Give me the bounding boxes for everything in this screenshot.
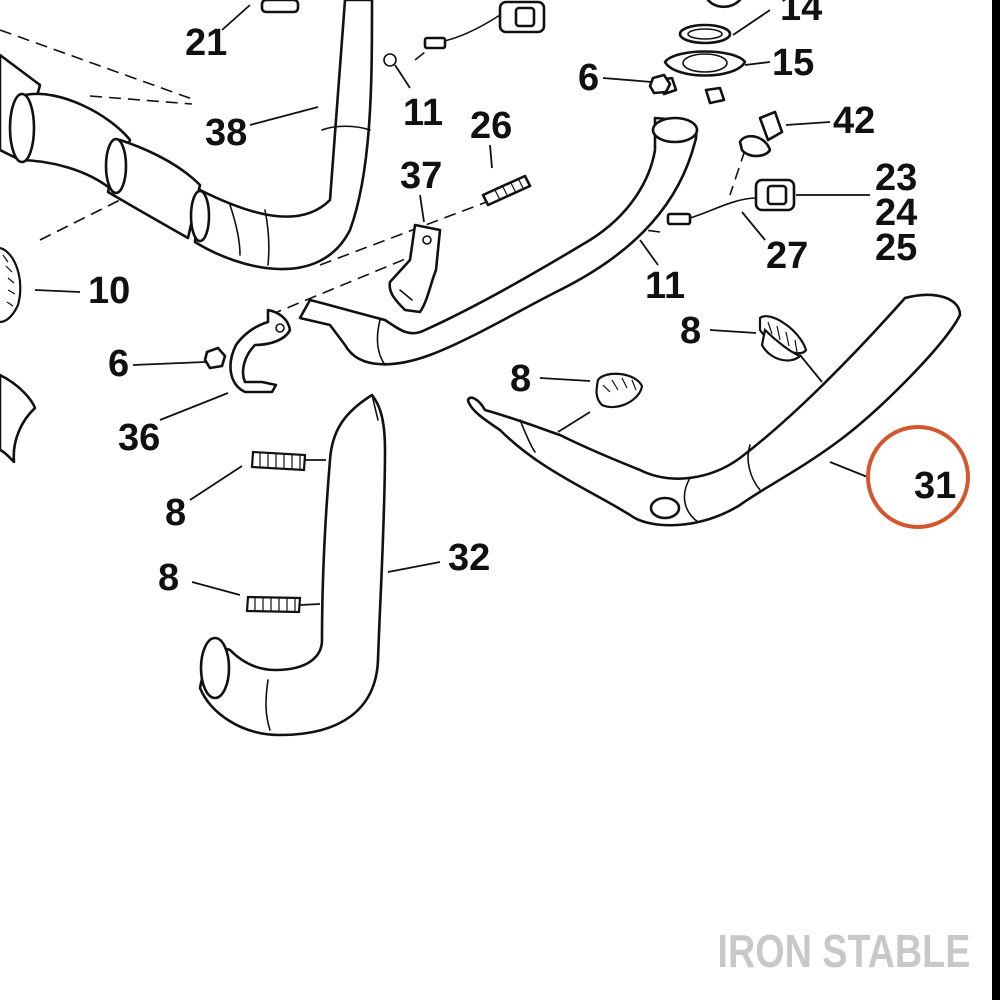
part-32-rear-pipe (198, 393, 387, 737)
part-14-gasket (678, 23, 732, 45)
part-8-clamp-left-lower (245, 595, 302, 614)
callout-42: 42 (833, 100, 875, 142)
callout-11-lower: 11 (645, 265, 685, 307)
part-8-clamp-left-upper (250, 450, 307, 472)
part-21-fragment (260, 0, 300, 14)
callout-24: 24 (875, 192, 917, 234)
callout-8-b: 8 (158, 557, 179, 599)
callout-27: 27 (766, 235, 808, 277)
part-36-bracket (229, 308, 292, 394)
watermark-text: IRON STABLE (717, 925, 970, 977)
part-37-bracket (388, 223, 442, 314)
callout-6-lower: 6 (108, 343, 129, 385)
right-edge-bar (992, 0, 1000, 1000)
callout-10: 10 (88, 270, 130, 312)
callout-38: 38 (205, 112, 247, 154)
callout-8-d: 8 (510, 358, 531, 400)
callout-36: 36 (118, 417, 160, 459)
callout-6-upper: 6 (578, 57, 599, 99)
middle-header-pipe (298, 116, 699, 366)
leader-lines (34, 4, 871, 606)
callout-21: 21 (185, 22, 227, 64)
highlight-ring-31 (866, 425, 970, 529)
part-8-clamp-upper-right (758, 315, 808, 362)
callout-labels: 21 38 11 26 37 14 15 6 42 23 24 25 27 11… (88, 0, 956, 599)
part-6-nut-lower (203, 346, 227, 370)
part-15-flange (658, 0, 747, 105)
callout-31: 31 (914, 465, 956, 507)
upper-o2-sensor (383, 0, 546, 67)
callout-8-c: 8 (680, 310, 701, 352)
part-8-clamp-center (595, 372, 644, 409)
part-31-front-pipe (466, 293, 962, 527)
callout-11-upper: 11 (403, 92, 443, 134)
part-10-clamp (0, 246, 22, 324)
callout-26: 26 (470, 105, 512, 147)
callout-8-a: 8 (165, 492, 186, 534)
part-26-stud (481, 174, 532, 207)
part-38-muffler-assembly (0, 0, 374, 271)
callout-37: 37 (400, 155, 442, 197)
part-6-nut-upper (648, 73, 672, 95)
callout-25: 25 (875, 227, 917, 269)
callout-23: 23 (875, 157, 917, 199)
callout-32: 32 (448, 537, 490, 579)
callout-15: 15 (772, 42, 814, 84)
left-heat-shield-fragment (0, 373, 37, 464)
part-42-sensor-clip (738, 110, 784, 158)
callout-14: 14 (780, 0, 822, 29)
